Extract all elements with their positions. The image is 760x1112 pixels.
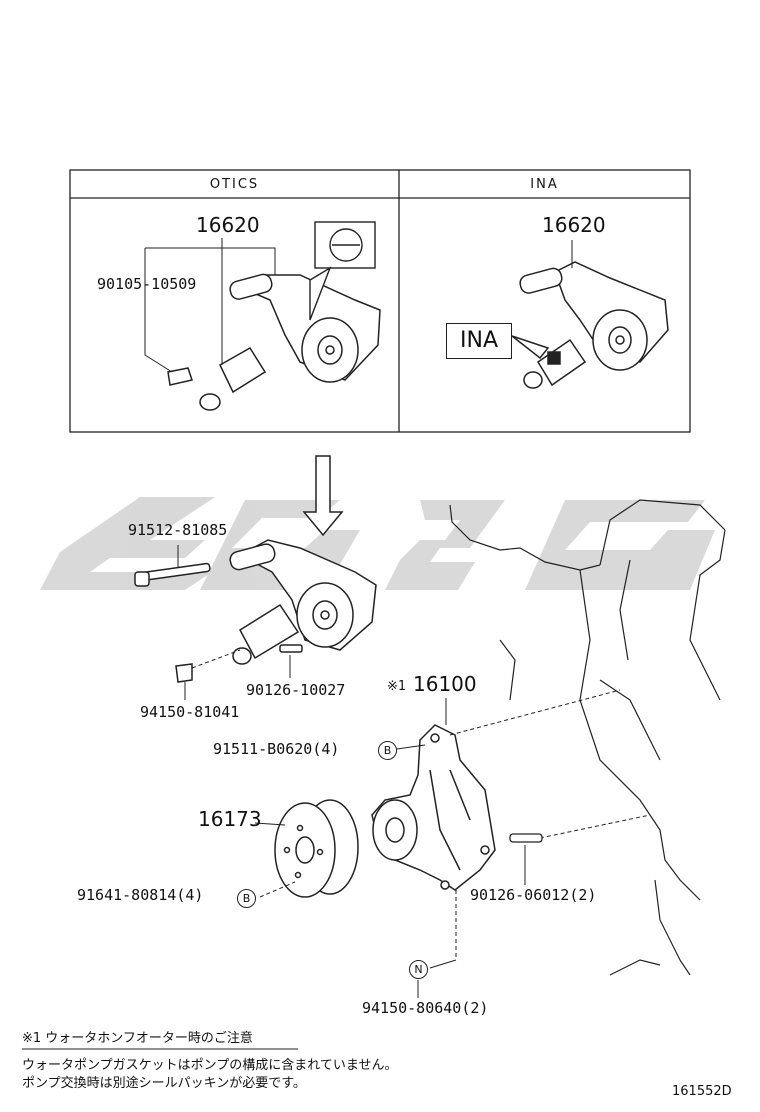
ina-tensioner-drawing (511, 261, 669, 389)
water-pump-drawing (371, 724, 496, 891)
note-line-1: ウォータポンプガスケットはポンプの構成に含まれていません。 (22, 1058, 398, 1073)
callout-b-pulley: B (237, 889, 256, 908)
ina-mark-box: INA (446, 323, 512, 359)
tensioner-assembly-drawing (134, 539, 377, 683)
otics-inset (309, 221, 376, 321)
part-16173[interactable]: 16173 (198, 807, 262, 831)
water-pump-leaders (389, 689, 651, 998)
tensioner-leaders (177, 545, 291, 700)
assembly-arrow-icon (302, 455, 344, 537)
pulley-drawing (274, 799, 359, 898)
part-94150-81041[interactable]: 94150-81041 (140, 703, 240, 721)
otics-header: OTICS (209, 177, 260, 192)
variant-box (69, 169, 691, 433)
part-90126-10027[interactable]: 90126-10027 (246, 681, 346, 699)
ina-header: INA (530, 177, 559, 192)
pulley-leaders (254, 822, 296, 898)
part-90105-10509[interactable]: 90105-10509 (97, 275, 197, 293)
note-line-2: ポンプ交換時は別途シールパッキンが必要です。 (22, 1076, 306, 1091)
callout-b-pump: B (378, 741, 397, 760)
callout-n-nut: N (409, 960, 428, 979)
otics-leaders (144, 238, 276, 373)
part-91641-80814[interactable]: 91641-80814(4) (77, 886, 204, 904)
part-16620-otics[interactable]: 16620 (196, 213, 260, 237)
part-16620-ina[interactable]: 16620 (542, 213, 606, 237)
figure-id: 161552D (672, 1084, 732, 1099)
part-94150-80640[interactable]: 94150-80640(2) (362, 999, 489, 1017)
otics-tensioner-drawing (167, 273, 381, 411)
note-title: ※1 ウォータホンフオーター時のご注意 (22, 1031, 253, 1046)
part-91511-b0620[interactable]: 91511-B0620(4) (213, 740, 340, 758)
pump-stud-drawing (509, 833, 543, 843)
part-16100[interactable]: 16100 (413, 672, 477, 696)
water-pump-note-mark: ※1 (387, 679, 406, 694)
engine-block-outline (449, 499, 726, 976)
part-90126-06012[interactable]: 90126-06012(2) (470, 886, 597, 904)
part-91512-81085[interactable]: 91512-81085 (128, 521, 228, 539)
